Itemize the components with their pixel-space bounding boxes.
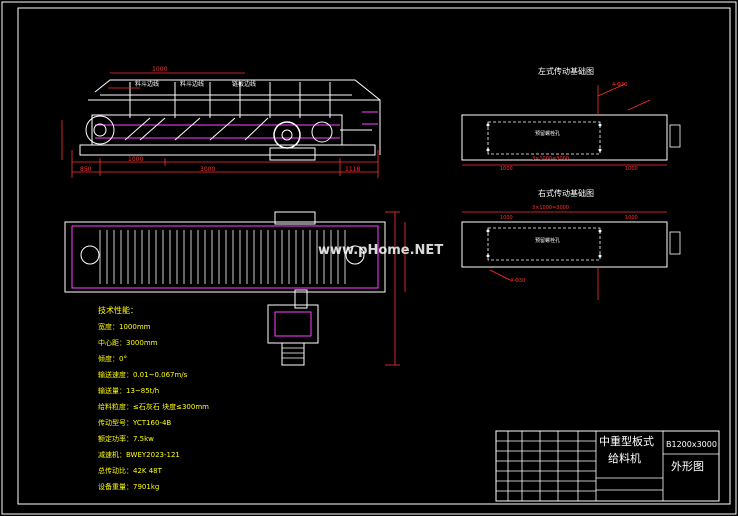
tech-row: 输送量：13~85t/h <box>98 386 159 395</box>
right-foundation-d1: 1000 <box>500 215 513 221</box>
side-label-1: 料斗边线 <box>135 80 159 88</box>
tech-specs: 技术性能： 宽度：1000mm 中心距：3000mm 倾度：0° 输送速度：0.… <box>98 305 209 491</box>
tech-heading: 技术性能： <box>98 305 138 315</box>
tech-row: 倾度：0° <box>98 354 127 363</box>
left-foundation-d2: 1000 <box>625 166 638 172</box>
left-foundation-plan: 左式传动基础图 预留螺栓孔 3×1000=3000 1000 1000 4-Φ3… <box>461 66 681 172</box>
title-drawing-name: 外形图 <box>671 460 704 473</box>
tech-row: 总传动比：42K 48T <box>98 466 163 475</box>
tech-row: 传动型号：YCT160-4B <box>98 418 171 427</box>
inner-frame <box>17 7 731 505</box>
tech-row: 输送速度：0.01~0.067m/s <box>98 370 188 379</box>
tech-row: 额定功率：7.5kw <box>98 434 154 443</box>
side-dim-left: 850 <box>80 166 92 173</box>
watermark: www.pHome.NET <box>318 243 443 258</box>
plan-view <box>64 211 406 366</box>
title-model: B1200x3000 <box>666 440 717 449</box>
left-foundation-dia: 4-Φ30 <box>612 82 627 88</box>
side-dim-bottom-mid: 3000 <box>200 166 215 173</box>
left-foundation-title: 左式传动基础图 <box>538 66 594 76</box>
left-foundation-span: 3×1000=3000 <box>532 156 569 162</box>
side-label-2: 料斗边线 <box>180 80 204 88</box>
title-name-line1: 中重型板式 <box>599 434 654 448</box>
left-foundation-d1: 1000 <box>500 166 513 172</box>
title-name-line2: 给料机 <box>608 451 641 465</box>
right-foundation-span: 3×1000=3000 <box>532 205 569 211</box>
right-foundation-d2: 1000 <box>625 215 638 221</box>
right-foundation-plan: 右式传动基础图 预留螺栓孔 3×1000=3000 1000 1000 4-Φ3… <box>461 188 681 300</box>
right-foundation-dia: 4-Φ30 <box>510 278 525 284</box>
side-label-3: 链板边线 <box>232 80 256 88</box>
side-dim-top: 1000 <box>152 66 167 73</box>
left-foundation-note: 预留螺栓孔 <box>535 130 560 137</box>
side-view: 1000 1000 3000 1118 850 料斗边线 料斗边线 链板边线 <box>61 66 381 178</box>
tech-row: 减速机：BWEY2023-121 <box>98 450 180 459</box>
tech-row: 设备重量：7901kg <box>98 482 159 491</box>
side-dim-bottom-right: 1118 <box>345 166 360 173</box>
tech-row: 给料粒度：≤石灰石 块度≤300mm <box>98 402 209 411</box>
right-foundation-note: 预留螺栓孔 <box>535 237 560 244</box>
side-dim-bottom-left: 1000 <box>128 156 143 163</box>
title-block: 中重型板式 给料机 B1200x3000 外形图 <box>495 430 720 502</box>
right-foundation-title: 右式传动基础图 <box>538 188 594 198</box>
tech-row: 宽度：1000mm <box>98 322 151 331</box>
tech-row: 中心距：3000mm <box>98 338 158 347</box>
